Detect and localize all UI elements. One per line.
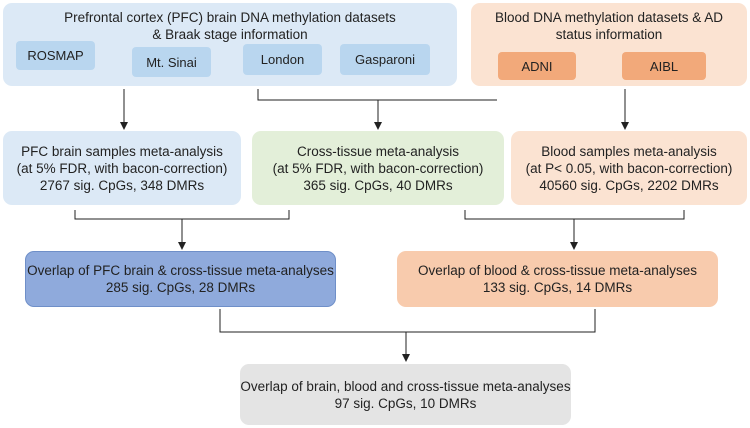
blood-analysis-criteria: (at P< 0.05, with bacon-correction) — [525, 160, 733, 176]
dataset-mt-sinai: Mt. Sinai — [132, 47, 211, 77]
pfc-source-group: Prefrontal cortex (PFC) brain DNA methyl… — [3, 3, 457, 86]
blood-source-title: Blood DNA methylation datasets & AD stat… — [471, 9, 747, 43]
bracket-london-adni — [257, 89, 497, 101]
pfc-analysis-title: PFC brain samples meta-analysis — [21, 143, 223, 159]
dataset-rosmap: ROSMAP — [16, 41, 95, 70]
bracket-overlaps — [219, 309, 596, 333]
cross-tissue-meta-analysis-box: Cross-tissue meta-analysis (at 5% FDR, w… — [252, 131, 504, 205]
dataset-london: London — [243, 44, 322, 75]
cross-analysis-title: Cross-tissue meta-analysis — [296, 143, 460, 159]
pfc-overlap-results: 285 sig. CpGs, 28 DMRs — [105, 280, 256, 295]
pfc-source-title-line-1: Prefrontal cortex (PFC) brain DNA methyl… — [64, 10, 396, 25]
blood-cross-overlap-box: Overlap of blood & cross-tissue meta-ana… — [397, 251, 718, 307]
pfc-analysis-results: 2767 sig. CpGs, 348 DMRs — [39, 177, 205, 193]
cross-analysis-results: 365 sig. CpGs, 40 DMRs — [303, 177, 453, 193]
pfc-analysis-criteria: (at 5% FDR, with bacon-correction) — [16, 160, 228, 176]
blood-analysis-title: Blood samples meta-analysis — [541, 143, 717, 159]
blood-overlap-title: Overlap of blood & cross-tissue meta-ana… — [417, 263, 698, 278]
final-overlap-results: 97 sig. CpGs, 10 DMRs — [334, 395, 477, 411]
pfc-meta-analysis-box: PFC brain samples meta-analysis (at 5% F… — [3, 131, 241, 205]
dataset-gasparoni: Gasparoni — [340, 44, 430, 75]
blood-meta-analysis-box: Blood samples meta-analysis (at P< 0.05,… — [511, 131, 747, 205]
dataset-aibl: AIBL — [622, 52, 706, 80]
blood-source-title-line-1: Blood DNA methylation datasets & AD — [494, 10, 724, 25]
bracket-cross-blood — [464, 210, 685, 220]
pfc-cross-overlap-box: Overlap of PFC brain & cross-tissue meta… — [25, 251, 336, 307]
final-overlap-box: Overlap of brain, blood and cross-tissue… — [240, 364, 571, 425]
blood-analysis-results: 40560 sig. CpGs, 2202 DMRs — [539, 177, 719, 193]
blood-source-title-line-2: status information — [555, 27, 663, 42]
blood-source-group: Blood DNA methylation datasets & AD stat… — [471, 3, 747, 86]
cross-analysis-criteria: (at 5% FDR, with bacon-correction) — [272, 160, 484, 176]
final-overlap-title: Overlap of brain, blood and cross-tissue… — [240, 378, 571, 394]
dataset-adni: ADNI — [498, 52, 576, 80]
pfc-overlap-title: Overlap of PFC brain & cross-tissue meta… — [27, 263, 334, 278]
pfc-source-title: Prefrontal cortex (PFC) brain DNA methyl… — [3, 9, 457, 43]
blood-overlap-results: 133 sig. CpGs, 14 DMRs — [482, 280, 633, 295]
bracket-pfc-cross — [74, 210, 290, 220]
pfc-source-title-line-2: & Braak stage information — [152, 27, 308, 42]
